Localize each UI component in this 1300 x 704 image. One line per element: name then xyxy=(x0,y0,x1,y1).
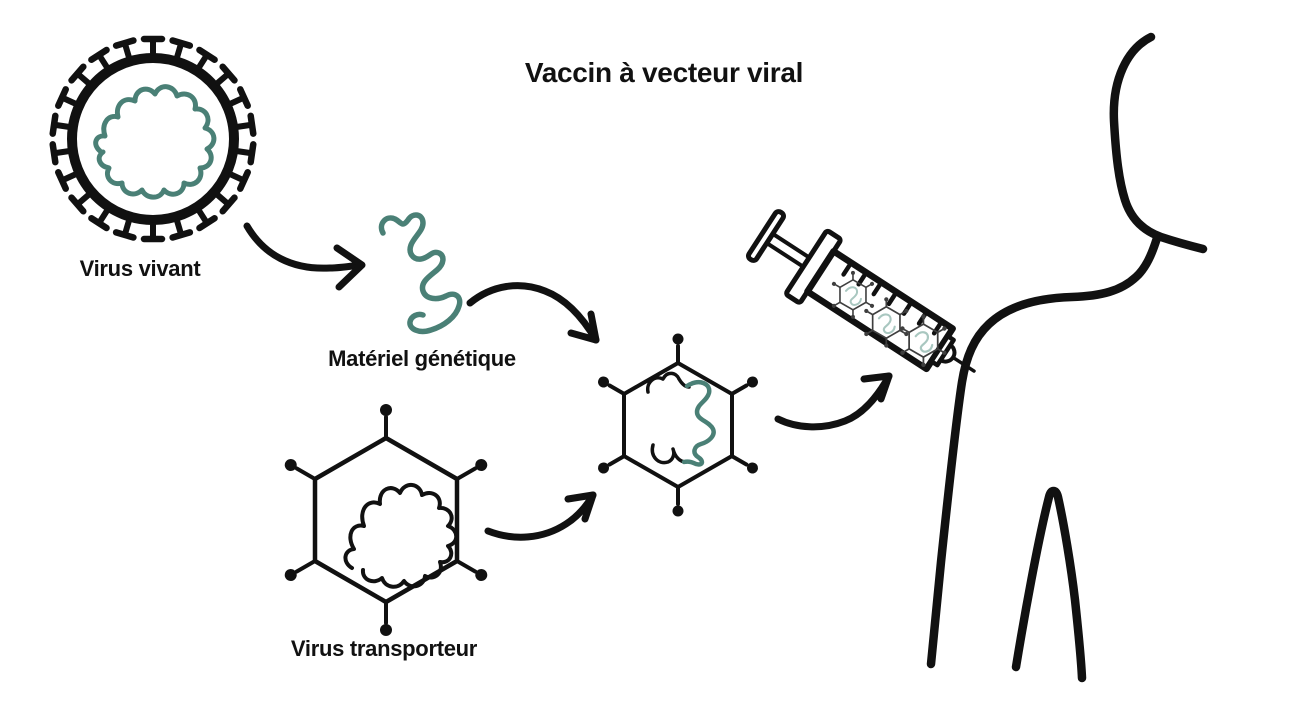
label-genetic-material: Matériel génétique xyxy=(328,346,516,371)
arrow-insert-gene-icon xyxy=(466,282,600,344)
genetic-material-icon xyxy=(378,212,463,335)
syringe-needle xyxy=(943,350,976,373)
body-outline xyxy=(926,32,1208,683)
label-live-virus: Virus vivant xyxy=(79,256,201,281)
vector-virus-icon xyxy=(594,331,762,519)
syringe-icon xyxy=(746,209,976,373)
vector-virus-dna-black-2 xyxy=(650,443,688,465)
arrow-extract-gene-icon xyxy=(243,222,366,291)
vector-virus-gene-teal xyxy=(681,380,716,467)
vector-virus-dna-black xyxy=(645,371,691,394)
live-virus-genome-squiggle xyxy=(93,84,217,200)
neck-shoulder-line xyxy=(926,233,1162,669)
arrow-carrier-to-vector-icon xyxy=(484,491,597,541)
arrow-vector-to-syringe-icon xyxy=(774,372,893,431)
diagram-title: Vaccin à vecteur viral xyxy=(524,57,804,88)
syringe-thumb-rest xyxy=(746,209,786,263)
arm-inner-line xyxy=(1011,486,1087,683)
head-profile-line xyxy=(1109,32,1208,254)
syringe-plunger-shaft xyxy=(765,232,812,269)
live-virus-icon xyxy=(53,39,254,239)
label-carrier-virus: Virus transporteur xyxy=(290,636,478,661)
carrier-virus-genome-squiggle xyxy=(343,483,459,589)
carrier-virus-icon xyxy=(280,402,492,638)
